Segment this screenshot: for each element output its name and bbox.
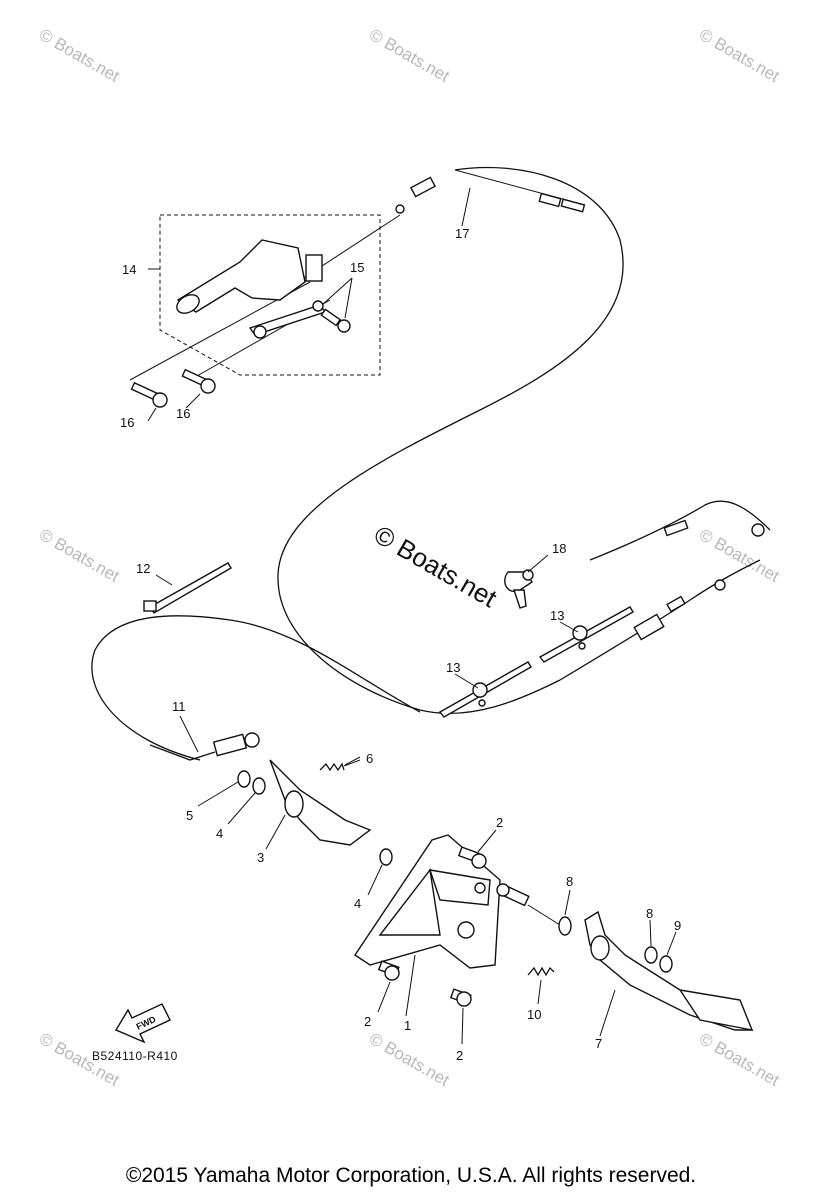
callout-8b: 8 <box>646 906 653 921</box>
washer-4 <box>252 777 266 795</box>
watermark: © Boats.net <box>696 1029 783 1090</box>
cable-end-11 <box>149 732 260 761</box>
front-cable-upper <box>589 500 771 561</box>
callout-8a: 8 <box>566 874 573 889</box>
callout-2a: 2 <box>496 815 503 830</box>
diagram-code: B524110-R410 <box>92 1049 178 1063</box>
spring-10 <box>527 966 555 977</box>
watermark: © Boats.net <box>36 525 123 586</box>
callout-5: 5 <box>186 808 193 823</box>
watermark: © Boats.net <box>696 25 783 86</box>
callout-4a: 4 <box>216 826 223 841</box>
callout-15: 15 <box>350 260 364 275</box>
washer-8a <box>558 916 572 936</box>
callout-14: 14 <box>122 262 136 277</box>
brake-lever <box>176 239 327 339</box>
spring-6 <box>319 759 361 772</box>
bolt-2a <box>457 846 487 869</box>
callout-11: 11 <box>172 699 186 714</box>
callout-16a: 16 <box>120 415 134 430</box>
clip-5 <box>237 770 251 788</box>
washer-4b <box>379 848 393 866</box>
callout-13a: 13 <box>550 608 564 623</box>
callout-18: 18 <box>552 541 566 556</box>
copyright-notice: ©2015 Yamaha Motor Corporation, U.S.A. A… <box>125 1164 697 1187</box>
bolt-2b <box>377 960 400 981</box>
leader-lines <box>147 187 677 1045</box>
callout-7: 7 <box>595 1036 602 1051</box>
clip-9 <box>659 955 673 973</box>
callout-13b: 13 <box>446 660 460 675</box>
cable-fitting-top <box>395 176 586 214</box>
callout-2c: 2 <box>456 1048 463 1063</box>
callout-6: 6 <box>366 751 373 766</box>
callout-10: 10 <box>527 1007 541 1022</box>
bolt-16a <box>130 381 168 408</box>
pivot-axis <box>527 904 561 926</box>
cable-end-fittings <box>633 519 765 641</box>
callout-9: 9 <box>674 918 681 933</box>
watermark: © Boats.net <box>696 525 783 586</box>
cable-tie-13a <box>438 661 532 718</box>
callout-2b: 2 <box>364 1014 371 1029</box>
clip-18 <box>504 569 534 609</box>
lever-assembly-box <box>159 214 381 376</box>
watermark: © Boats.net <box>366 25 453 86</box>
watermark: © Boats.net <box>366 1029 453 1090</box>
brake-cable-lower-loop <box>91 615 421 761</box>
brake-pedal-7 <box>584 910 754 1031</box>
washer-8b <box>644 946 658 964</box>
callout-3: 3 <box>257 850 264 865</box>
cable-tie-12 <box>143 562 232 614</box>
cable-tie-13b <box>538 606 634 663</box>
forward-arrow-icon: FWD <box>114 1003 171 1044</box>
callout-labels: 17 14 15 16 16 18 12 13 13 11 6 5 4 3 2 … <box>120 226 681 1063</box>
pivot-pin <box>496 883 530 907</box>
callout-1: 1 <box>404 1018 411 1033</box>
brake-cable <box>277 166 624 714</box>
bolt-2c <box>449 988 472 1007</box>
center-watermark: © Boats.net <box>369 519 503 613</box>
callout-4b: 4 <box>354 896 361 911</box>
pedal-bracket-1 <box>354 834 501 969</box>
callout-12: 12 <box>136 561 150 576</box>
callout-16b: 16 <box>176 406 190 421</box>
watermark: © Boats.net <box>36 25 123 86</box>
bolt-15 <box>320 277 353 333</box>
callout-17: 17 <box>455 226 469 241</box>
bracket-3 <box>269 759 372 846</box>
bolt-16b <box>181 368 216 394</box>
